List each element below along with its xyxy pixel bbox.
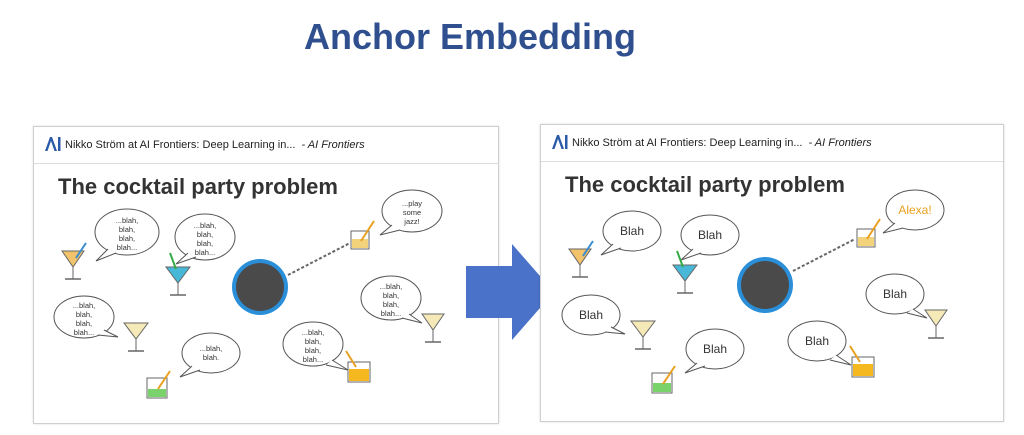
tumbler-glass-orange-icon [849,345,875,378]
voice-direction-line [792,238,856,272]
bubble-text-alexa: Alexa! [898,203,932,217]
right-arrow-icon [466,244,554,340]
speech-bubble-3 [379,189,443,236]
tumbler-glass-yellow-icon [856,218,881,248]
martini-glass-cream-icon [123,322,149,352]
header-source: - AI Frontiers [808,137,872,149]
martini-glass-cream-icon [630,320,656,350]
speech-bubble-6 [684,328,745,374]
martini-glass-blue-icon [165,252,191,296]
martini-glass-right-icon [924,309,948,339]
speech-bubble-6 [179,332,241,378]
speech-bubble-5 [865,273,928,319]
speech-bubble-4 [561,294,626,336]
bubble-text-6: Blah [702,342,728,356]
ai-frontiers-logo-icon [45,137,61,151]
martini-glass-orange-icon [568,240,594,278]
slide-title: The cocktail party problem [565,172,845,197]
bubble-text-4: Blah [578,308,604,322]
tumbler-glass-green-icon [651,365,676,394]
cocktail-party-illustration-anchored [561,189,948,394]
speech-bubble-1 [600,210,662,256]
speech-bubble-3 [882,189,945,234]
speech-bubble-7 [282,321,349,371]
bubble-text-1: ...blah, blah, blah, blah... [115,216,139,252]
slide-header: Nikko Ström at AI Frontiers: Deep Learni… [34,127,498,164]
bubble-text-4: ...blah, blah, blah, blah... [72,301,96,337]
bubble-text-3: ...play some jazz! [401,199,422,226]
echo-device-icon [232,259,288,315]
martini-glass-blue-icon [672,250,698,294]
slide-title: The cocktail party problem [58,174,338,199]
speech-bubble-2 [174,213,236,265]
header-source: - AI Frontiers [301,139,365,151]
header-title: Nikko Ström at AI Frontiers: Deep Learni… [572,137,803,149]
right-slide-panel: Nikko Ström at AI Frontiers: Deep Learni… [540,124,1004,422]
tumbler-glass-green-icon [146,370,171,399]
bubble-text-5: Blah [882,287,908,301]
speech-bubble-5 [360,275,423,324]
voice-direction-line [287,242,351,276]
echo-device-icon [737,257,793,313]
cocktail-party-illustration [53,189,445,399]
ai-frontiers-logo-icon [552,135,568,149]
left-slide-panel: Nikko Ström at AI Frontiers: Deep Learni… [33,126,499,424]
bubble-text-2: ...blah, blah, blah, blah... [193,221,217,257]
bubble-text-5: ...blah, blah, blah, blah... [379,282,403,318]
slide-header: Nikko Ström at AI Frontiers: Deep Learni… [541,125,1003,162]
bubble-text-7: Blah [804,334,830,348]
bubble-text-7: ...blah, blah, blah, blah... [301,328,325,364]
bubble-text-2: Blah [697,228,723,242]
martini-glass-right-icon [421,313,445,343]
speech-bubble-7 [787,320,852,366]
speech-bubble-4 [53,295,119,339]
header-title: Nikko Ström at AI Frontiers: Deep Learni… [65,139,296,151]
tumbler-glass-yellow-icon [350,220,375,250]
bubble-text-1: Blah [619,224,645,238]
tumbler-glass-orange-icon [345,350,371,383]
martini-glass-orange-icon [61,242,87,280]
speech-bubble-1 [94,208,160,262]
page-title: Anchor Embedding [304,16,636,57]
bubble-text-6: ...blah, blah. [199,344,223,362]
